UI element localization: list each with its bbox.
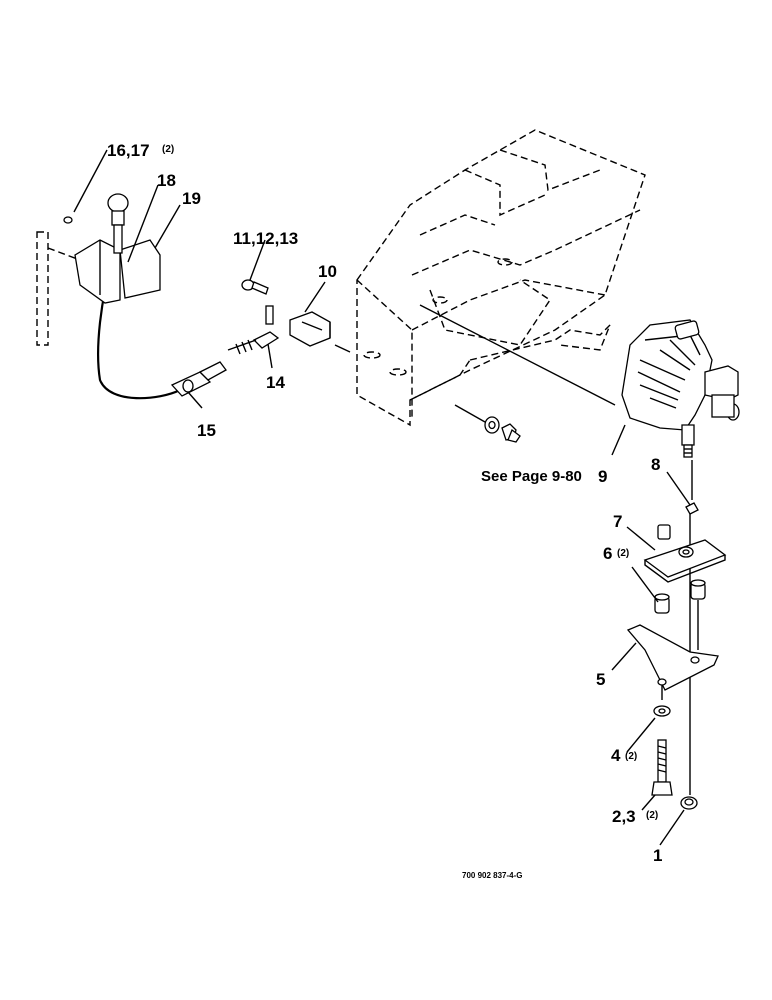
part-10-bracket: [289, 311, 331, 347]
label-7: 7: [613, 512, 622, 531]
label-6: 6: [603, 544, 612, 563]
label-15: 15: [197, 421, 216, 440]
label-4: 4: [611, 746, 621, 765]
leader-lines: [73, 149, 691, 846]
label-14: 14: [266, 373, 285, 392]
frame-hardware: [484, 416, 521, 443]
part-8-clip: [685, 502, 699, 515]
part-16-19-knob-bracket: [36, 193, 161, 346]
part-5-bracket: [626, 624, 719, 691]
part-14-clevis: [227, 305, 280, 355]
frame-bracket: [356, 129, 646, 427]
label-18: 18: [157, 171, 176, 190]
label-9: 9: [598, 467, 607, 486]
part-6-mounts: [654, 579, 706, 614]
label-see-page: See Page 9-80: [481, 468, 582, 485]
part-1-grommet: [680, 796, 698, 810]
label-10: 10: [318, 262, 337, 281]
label-11-13: 11,12,13: [233, 229, 298, 248]
qty-2-3: (2): [646, 810, 658, 821]
label-19: 19: [182, 189, 201, 208]
part-11-13-bolt: [241, 279, 269, 295]
qty-4: (2): [625, 751, 637, 762]
pump-assembly: [621, 319, 740, 458]
callout-labels: 16,17 (2) 18 19 11,12,13 10 14 15 See Pa…: [107, 141, 662, 880]
label-5: 5: [596, 670, 605, 689]
label-8: 8: [651, 455, 660, 474]
label-2-3: 2,3: [612, 807, 636, 826]
part-7-plate: [643, 524, 727, 583]
qty-6: (2): [617, 548, 629, 559]
label-1: 1: [653, 846, 662, 865]
part-4-washer: [653, 705, 671, 717]
drawing-code: 700 902 837-4-G: [462, 871, 523, 880]
part-2-3-bolt: [651, 739, 673, 796]
label-16-17: 16,17: [107, 141, 150, 160]
qty-16-17: (2): [162, 144, 174, 155]
